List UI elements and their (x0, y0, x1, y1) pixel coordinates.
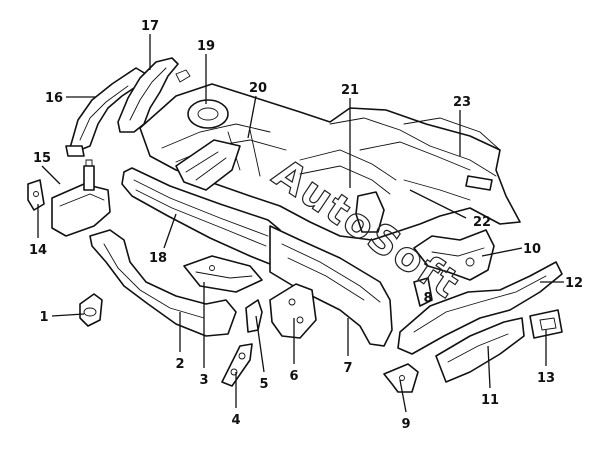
callout-2: 2 (175, 357, 184, 372)
callout-16: 16 (45, 91, 63, 106)
callout-13: 13 (537, 371, 555, 386)
callout-12: 12 (565, 276, 583, 291)
part-6-gusset (269, 283, 317, 339)
callout-18: 18 (149, 251, 167, 266)
part-8-connector (413, 277, 433, 307)
callout-21: 21 (341, 83, 359, 98)
callout-1: 1 (39, 310, 48, 325)
part-11-rail-extension (435, 317, 525, 383)
part-1-mount (79, 293, 103, 327)
callout-5: 5 (259, 377, 268, 392)
callout-11: 11 (481, 393, 499, 408)
callout-6: 6 (289, 369, 298, 384)
callout-20: 20 (249, 81, 267, 96)
part-12-front-rail (397, 261, 563, 355)
callout-3: 3 (199, 373, 208, 388)
part-10-rail-bracket (413, 229, 495, 281)
floor-pan-assembly (139, 83, 521, 241)
callout-4: 4 (231, 413, 240, 428)
callout-15: 15 (33, 151, 51, 166)
part-14-bracket (27, 179, 45, 211)
part-2-rear-rail (89, 229, 237, 337)
part-3-reinforcement (183, 255, 263, 293)
callout-7: 7 (343, 361, 352, 376)
callout-8: 8 (423, 291, 432, 306)
callout-9: 9 (401, 417, 410, 432)
callout-17: 17 (141, 19, 159, 34)
part-9-bracket (383, 363, 419, 393)
part-5-bracket (245, 299, 263, 333)
callout-19: 19 (197, 39, 215, 54)
callout-10: 10 (523, 242, 541, 257)
part-15-light-housing (51, 159, 111, 237)
leader-lines (37, 34, 564, 413)
part-4-plate (221, 343, 253, 387)
callout-23: 23 (453, 95, 471, 110)
part-13-plate (529, 309, 563, 339)
callout-22: 22 (473, 215, 491, 230)
callout-labels: 17 19 20 21 23 16 15 14 18 22 10 12 8 1 … (29, 19, 583, 432)
callout-14: 14 (29, 243, 47, 258)
part-17-quarter-inner (117, 57, 191, 133)
